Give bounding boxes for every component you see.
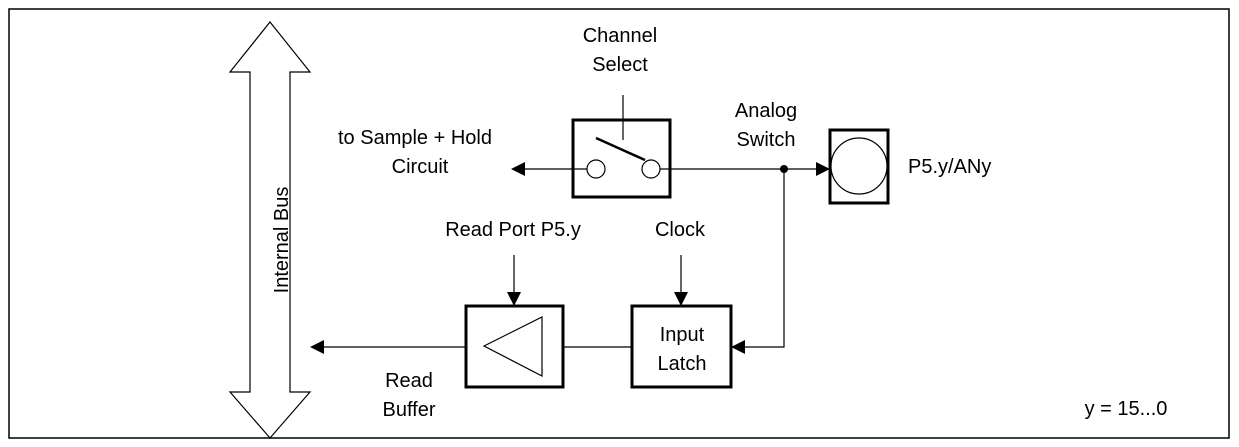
sample-hold-arrowhead	[511, 162, 525, 176]
pin-arrowhead	[816, 162, 830, 176]
pin-label: P5.y/ANy	[908, 156, 991, 178]
internal-bus-label: Internal Bus	[271, 187, 293, 294]
internal-bus-arrow	[228, 21, 312, 439]
read-buffer-box	[464, 304, 565, 389]
junction-to-latch-line	[745, 169, 785, 348]
clock-arrowhead	[674, 292, 688, 306]
read-port-arrowhead	[507, 292, 521, 306]
analog-switch-box	[571, 118, 672, 199]
pin-pad	[828, 128, 890, 205]
sample-hold-label-line2: Circuit	[392, 156, 449, 178]
input-latch-label-line1: Input	[660, 324, 705, 346]
input-latch-label-line2: Latch	[658, 353, 707, 375]
sample-hold-label-line1: to Sample + Hold	[338, 127, 492, 149]
switch-contact-left	[586, 159, 606, 179]
channel-select-label-line1: Channel	[583, 25, 658, 47]
latch-input-arrowhead	[731, 340, 745, 354]
analog-switch-label-line1: Analog	[735, 100, 797, 122]
analog-switch-label-line2: Switch	[737, 129, 796, 151]
switch-blade	[595, 136, 646, 162]
channel-select-label-line2: Select	[592, 54, 648, 76]
bus-input-arrowhead	[310, 340, 324, 354]
switch-contact-right	[641, 159, 661, 179]
read-buffer-label-line2: Buffer	[383, 399, 436, 421]
pin-pad-circle	[830, 137, 888, 195]
read-port-label: Read Port P5.y	[445, 219, 581, 241]
clock-label: Clock	[655, 219, 706, 241]
buffer-triangle-icon	[482, 316, 543, 377]
diagram-frame	[8, 8, 1230, 439]
read-buffer-label-line1: Read	[385, 370, 433, 392]
range-note: y = 15...0	[1085, 398, 1168, 420]
